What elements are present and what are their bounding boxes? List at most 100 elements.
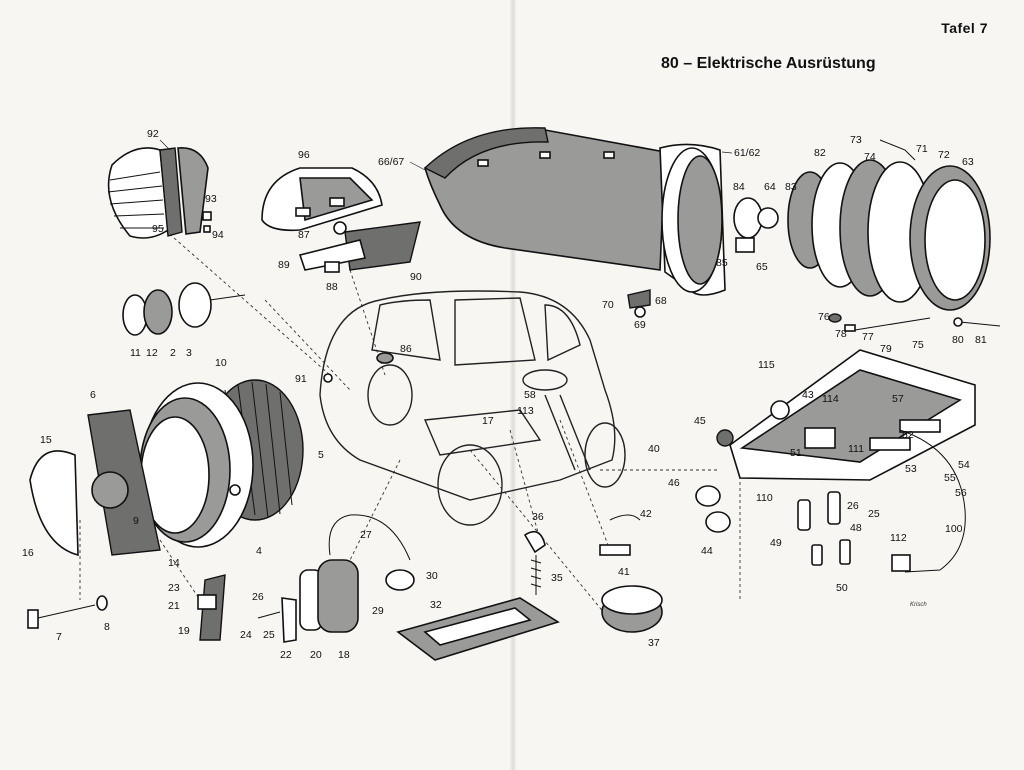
part-label: 80 (952, 334, 964, 346)
part-label: 78 (835, 328, 847, 340)
part-label: 16 (22, 547, 34, 559)
small-fittings (627, 289, 1001, 332)
part-label: 25 (868, 508, 880, 520)
part-label: 9 (133, 515, 139, 527)
part-label: 41 (618, 566, 630, 578)
battery-box (716, 349, 976, 481)
part-label: 56 (955, 487, 967, 499)
part-label: 85 (716, 257, 728, 269)
part-label: 57 (892, 393, 904, 405)
part-label: 63 (962, 156, 974, 168)
part-label: 61/62 (734, 147, 760, 159)
part-label: 20 (310, 649, 322, 661)
part-label: 2 (170, 347, 176, 359)
part-label: 8 (104, 621, 110, 633)
part-label: 75 (912, 339, 924, 351)
part-label: 27 (360, 529, 372, 541)
fan-cover (29, 409, 161, 557)
part-label: 73 (850, 134, 862, 146)
part-label: 15 (40, 434, 52, 446)
part-label: 58 (524, 389, 536, 401)
part-label: 69 (634, 319, 646, 331)
part-label: 50 (836, 582, 848, 594)
part-label: 74 (864, 151, 876, 163)
part-label: 72 (938, 149, 950, 161)
part-label: 53 (905, 463, 917, 475)
part-label: 71 (916, 143, 928, 155)
part-label: 11 (130, 347, 141, 359)
part-label: 24 (240, 629, 252, 641)
part-label: 37 (648, 637, 660, 649)
part-label: 95 (152, 223, 164, 235)
part-label: 52 (902, 429, 914, 441)
part-label: 25 (263, 629, 275, 641)
part-label: 65 (756, 261, 768, 273)
part-label: 35 (551, 572, 563, 584)
part-label: 30 (426, 570, 438, 582)
fuse-parts (797, 429, 966, 573)
part-label: 55 (944, 472, 956, 484)
part-label: 112 (890, 532, 907, 544)
cover-housing (261, 167, 383, 232)
part-label: 44 (701, 545, 713, 557)
headlamp-assembly (787, 139, 991, 311)
part-label: 18 (338, 649, 350, 661)
sealing-rings (695, 485, 731, 533)
part-label: 26 (847, 500, 859, 512)
part-label: 88 (326, 281, 338, 293)
rear-light-assembly (107, 147, 212, 239)
gasket-and-ring (396, 585, 663, 661)
part-label: 64 (764, 181, 776, 193)
part-label: 111 (848, 443, 864, 455)
dynastarter (139, 379, 304, 548)
part-label: 87 (298, 229, 310, 241)
part-label: 14 (168, 557, 180, 569)
switch-bracket (298, 221, 421, 273)
plate-number: Tafel 7 (941, 20, 988, 36)
part-label: 91 (295, 373, 307, 385)
spring-and-terminal (523, 514, 641, 595)
part-label: 54 (958, 459, 970, 471)
part-label: 7 (56, 631, 62, 643)
part-label: 84 (733, 181, 745, 193)
part-label: 42 (640, 508, 652, 520)
part-label: 49 (770, 537, 782, 549)
part-label: 10 (215, 357, 227, 369)
part-label: 26 (252, 591, 264, 603)
brush-holder (197, 574, 297, 643)
ignition-coil (299, 514, 415, 633)
part-label: 86 (400, 343, 412, 355)
lamp-socket (733, 197, 779, 253)
part-label: 83 (785, 181, 797, 193)
part-label: 43 (802, 389, 814, 401)
car-outline (319, 290, 626, 526)
part-label: 90 (410, 271, 422, 283)
part-label: 100 (945, 523, 963, 535)
part-label: 4 (256, 545, 262, 557)
part-label: 68 (655, 295, 667, 307)
part-label: 46 (668, 477, 680, 489)
part-label: 45 (694, 415, 706, 427)
part-label: 22 (280, 649, 292, 661)
part-label: 92 (147, 128, 159, 140)
front-panel-shell (423, 127, 726, 296)
part-label: 36 (532, 511, 544, 523)
page-fold (510, 0, 516, 770)
part-label: 21 (168, 600, 180, 612)
through-bolt (27, 595, 108, 629)
part-label: 66/67 (378, 156, 404, 168)
part-label: 51 (790, 447, 802, 459)
part-label: 12 (146, 347, 158, 359)
part-label: 19 (178, 625, 190, 637)
part-label: 70 (602, 299, 614, 311)
part-label: 6 (90, 389, 96, 401)
part-label: 76 (818, 311, 830, 323)
part-label: 113 (517, 405, 534, 417)
part-label: 115 (758, 359, 775, 371)
part-label: 40 (648, 443, 660, 455)
part-label: 94 (212, 229, 224, 241)
part-label: 114 (822, 393, 839, 405)
part-label: 81 (975, 334, 987, 346)
